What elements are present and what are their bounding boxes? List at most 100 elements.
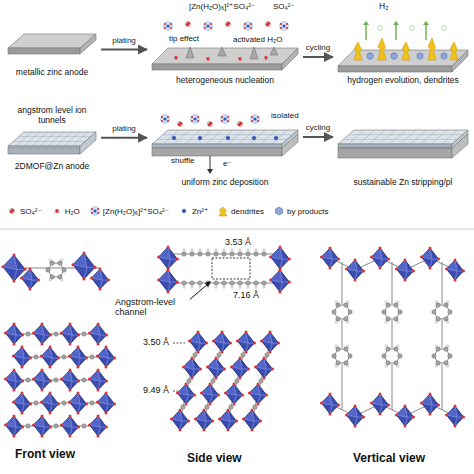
linker-bond (342, 364, 343, 410)
oxygen-atom (279, 291, 282, 294)
oxygen-atom (97, 415, 100, 418)
oxygen-atom (21, 380, 24, 383)
carbon-atom (90, 355, 94, 359)
octahedron-face (70, 347, 81, 358)
oxygen-atom (60, 424, 63, 427)
oxygen-atom (227, 120, 229, 122)
oxygen-atom (269, 278, 272, 281)
oxygen-atom (91, 208, 93, 210)
zinc-ion (182, 209, 186, 213)
oxygen-atom (271, 368, 274, 371)
oxygen-atom (77, 380, 80, 383)
hydrogen-atom (247, 286, 249, 288)
octahedron-edge (106, 347, 108, 358)
carbon-atom (394, 317, 398, 321)
oxygen-atom (362, 416, 365, 419)
oxygen-atom (250, 27, 252, 29)
hydrogen-atom (237, 59, 239, 61)
octahedron-face (238, 332, 249, 343)
carbon-atom (238, 281, 242, 285)
oxygen-atom (227, 116, 229, 118)
oxygen-atom (113, 357, 116, 360)
octahedron-edge (422, 403, 433, 405)
oxygen-atom (24, 268, 27, 271)
octahedron-edge (84, 268, 87, 279)
octahedron-edge (210, 384, 212, 395)
oxygen-atom (269, 25, 271, 27)
oxygen-atom (167, 116, 169, 118)
oxygen-atom (251, 120, 253, 122)
octahedron-edge (184, 367, 195, 369)
oxygen-atom (167, 246, 170, 249)
dendrite-shape (428, 38, 436, 60)
oxygen-atom (245, 351, 248, 354)
octahedron (422, 248, 439, 268)
carbon-atom (34, 401, 38, 405)
oxygen-atom (197, 120, 199, 122)
electron-arrow (210, 156, 211, 170)
octahedron (226, 384, 243, 404)
arrow-label: cycling (305, 43, 331, 52)
zinc-layer (152, 148, 282, 156)
octahedron-edge (70, 416, 72, 427)
oxygen-atom (13, 212, 15, 214)
octahedron (90, 416, 107, 436)
water-molecule (55, 209, 59, 213)
oxygen-atom (107, 279, 110, 282)
oxygen-atom (13, 389, 16, 392)
octahedron-face (178, 384, 189, 395)
oxygen-atom (32, 378, 35, 381)
octahedron-edge (22, 347, 24, 358)
octahedron-edge (252, 410, 254, 421)
octahedron-edge (172, 419, 183, 421)
oxygen-atom (269, 351, 272, 354)
legend: SO₄²⁻H₂O[Zn(H₂O)₆]²⁺SO₄²⁻Zn²⁺dendritesby… (6, 206, 328, 217)
oxygen-atom (429, 413, 432, 416)
hydrogen-atom (255, 249, 257, 251)
octahedron-face (14, 393, 25, 404)
sulfate-ion (238, 122, 243, 127)
octahedron-face (22, 269, 33, 280)
tunnel-line (163, 134, 293, 135)
oxygen-atom (113, 403, 116, 406)
oxygen-atom (194, 418, 197, 421)
oxygen-atom (229, 25, 231, 27)
octahedron-face (322, 248, 333, 259)
panel-node: metallic zinc anode (6, 18, 98, 78)
oxygen-atom (29, 268, 32, 271)
oxygen-atom (91, 212, 93, 214)
oxygen-atom (161, 120, 163, 122)
tip-bump (218, 47, 226, 56)
oxygen-atom (167, 291, 170, 294)
tip-bump (250, 47, 258, 59)
hydrated-ion (204, 22, 213, 31)
octahedron-edge (447, 415, 458, 417)
oxygen-atom (176, 258, 179, 261)
oxygen-atom (186, 22, 188, 24)
oxygen-atom (97, 208, 99, 210)
octahedron-face (208, 358, 219, 369)
carbon-atom (82, 378, 86, 382)
oxygen-atom (4, 378, 7, 381)
linker-bond (442, 262, 443, 304)
carbon-atom (238, 252, 242, 256)
carbon-atom (332, 354, 336, 358)
octahedron-edge (405, 260, 407, 271)
oxygen-atom (224, 392, 227, 395)
panel-caption: sustainable Zn stripping/pl (336, 178, 470, 188)
octahedron-edge (42, 402, 53, 404)
octahedron-edge (186, 384, 188, 395)
oxygen-atom (269, 331, 272, 334)
carbon-atom (182, 252, 186, 256)
oxygen-atom (21, 412, 24, 415)
octahedron-edge (216, 358, 218, 369)
carbon-atom (262, 252, 266, 256)
oxygen-atom (49, 392, 52, 395)
carbon-atom (90, 401, 94, 405)
carbon-atom (332, 310, 336, 314)
zinc-ion (252, 136, 256, 140)
carbon-atom (386, 317, 390, 321)
oxygen-atom (263, 357, 266, 360)
oxygen-atom (279, 268, 282, 271)
octahedron-face (159, 270, 171, 282)
